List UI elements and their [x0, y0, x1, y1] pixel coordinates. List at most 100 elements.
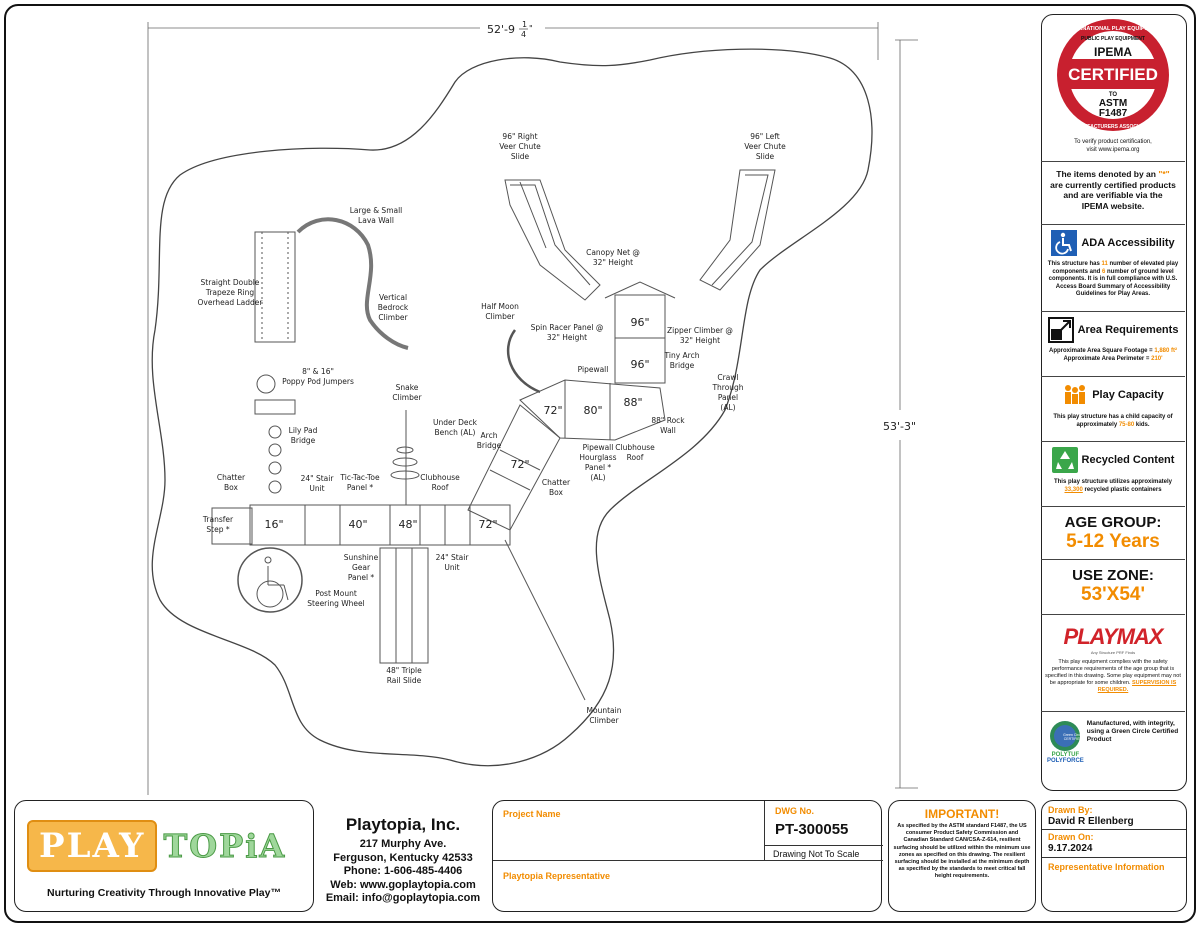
area-section: Area Requirements Approximate Area Squar… [1041, 313, 1185, 377]
capacity-title: Play Capacity [1092, 389, 1164, 401]
green-badge-2: CERTIFIED [1063, 737, 1083, 741]
company-name: Playtopia, Inc. [345, 815, 461, 834]
deck-96-upper: 96" [630, 316, 649, 329]
use-zone-value: 53'X54' [1081, 584, 1145, 605]
recycle-icon [1051, 447, 1078, 473]
deck-80: 80" [583, 404, 602, 417]
use-zone-title: USE ZONE: [1072, 567, 1154, 584]
company-email[interactable]: Email: info@goplaytopia.com [325, 892, 481, 904]
lower-deck-run [249, 504, 511, 546]
rep-label: Playtopia Representative [503, 871, 611, 881]
right-veer-slide [504, 179, 601, 301]
rep-info-label: Representative Information [1048, 862, 1165, 872]
label-pipewall1: Pipewall [578, 365, 609, 374]
triple-slide [379, 547, 429, 664]
deck-16: 16" [264, 518, 283, 531]
ada-title: ADA Accessibility [1081, 237, 1175, 249]
f1487-text: F1487 [1099, 108, 1128, 119]
dwg-number: PT-300055 [775, 821, 849, 838]
project-name-label: Project Name [503, 809, 561, 819]
certified-note: The items denoted by an "*" are currentl… [1041, 163, 1185, 225]
mountain-climber [504, 539, 586, 701]
company-logo-box: PLAY TOPiA Nurturing Creativity Through … [14, 800, 314, 912]
people-icon [1062, 382, 1088, 408]
height-dimension: 53'-3" [883, 420, 916, 433]
playmax-section: PLAYMAX Any Structure PRF Finds This pla… [1041, 616, 1185, 712]
area-expand-icon [1047, 317, 1074, 343]
verify-line-2: visit www.ipema.org [1086, 146, 1140, 153]
use-zone-outline [151, 48, 873, 767]
dimension-lines [147, 22, 918, 795]
label-canopy: Canopy Net @32" Height [586, 248, 640, 267]
important-text: As specified by the ASTM standard F1487,… [893, 823, 1031, 880]
lava-wall [296, 217, 409, 350]
polyforce-logo: POLYFORCE [1047, 758, 1084, 764]
use-zone-section: USE ZONE: 53'X54' [1041, 561, 1185, 615]
drawn-box: Drawn By: David R Ellenberg Drawn On: 9.… [1041, 800, 1187, 912]
ipema-section: IPEMA CERTIFIED TO ASTM F1487 INTERNATIO… [1041, 16, 1185, 162]
ipema-top-text: INTERNATIONAL PLAY EQUIPMENT [1066, 26, 1161, 32]
width-fraction-num: 1 [522, 20, 527, 29]
company-address: 217 Murphy Ave. [359, 838, 447, 850]
playtopia-logo: PLAY TOPiA [27, 811, 297, 881]
recycled-section: Recycled Content This play structure uti… [1041, 443, 1185, 507]
upper-tower [614, 294, 666, 384]
overhead-ladder [254, 231, 296, 343]
capacity-text: This play structure has a child capacity… [1053, 414, 1173, 428]
playmax-sub: Any Structure PRF Finds [1090, 650, 1136, 655]
ipema-text: IPEMA [1094, 45, 1132, 59]
scale-note: Drawing Not To Scale [773, 849, 860, 859]
deck-72-c: 72" [478, 518, 497, 531]
recycled-title: Recycled Content [1081, 454, 1175, 466]
deck-72-b: 72" [510, 458, 529, 471]
area-text: Approximate Area Square Footage = 1,880 … [1049, 348, 1177, 362]
drawn-on-value: 9.17.2024 [1048, 843, 1093, 854]
half-moon-climber [506, 329, 541, 394]
company-info: Playtopia, Inc. 217 Murphy Ave. Ferguson… [318, 815, 488, 906]
certified-text: CERTIFIED [1068, 65, 1158, 84]
ada-section: ADA Accessibility This structure has 11 … [1041, 226, 1185, 312]
ipema-bottom-text: MANUFACTURERS ASSOCIATION [1072, 124, 1154, 130]
area-title: Area Requirements [1077, 324, 1179, 336]
ipema-to: TO [1109, 92, 1118, 98]
drawn-by-label: Drawn By: [1048, 805, 1093, 815]
polytuf-logo: POLYTUF [1051, 752, 1080, 758]
verify-line-1: To verify product certification, [1074, 139, 1152, 145]
drawing-sheet [4, 4, 1196, 923]
age-section: AGE GROUP: 5-12 Years [1041, 508, 1185, 560]
width-dimension: 52'-9 [487, 23, 515, 36]
width-fraction-den: 4 [521, 30, 526, 39]
drawn-by-value: David R Ellenberg [1048, 816, 1134, 827]
ada-text: This structure has 11 number of elevated… [1047, 261, 1179, 297]
deck-72-a: 72" [543, 404, 562, 417]
astm-text: ASTM [1099, 98, 1127, 109]
ipema-sub-text: PUBLIC PLAY EQUIPMENT [1081, 36, 1145, 42]
company-web[interactable]: Web: www.goplaytopia.com [330, 878, 476, 891]
deck-40: 40" [348, 518, 367, 531]
deck-48: 48" [398, 518, 417, 531]
recycled-text: This play structure utilizes approximate… [1053, 479, 1173, 493]
wheelchair-badge-icon [1051, 230, 1078, 256]
label-spin-racer: Spin Racer Panel @32" Height [531, 323, 604, 342]
